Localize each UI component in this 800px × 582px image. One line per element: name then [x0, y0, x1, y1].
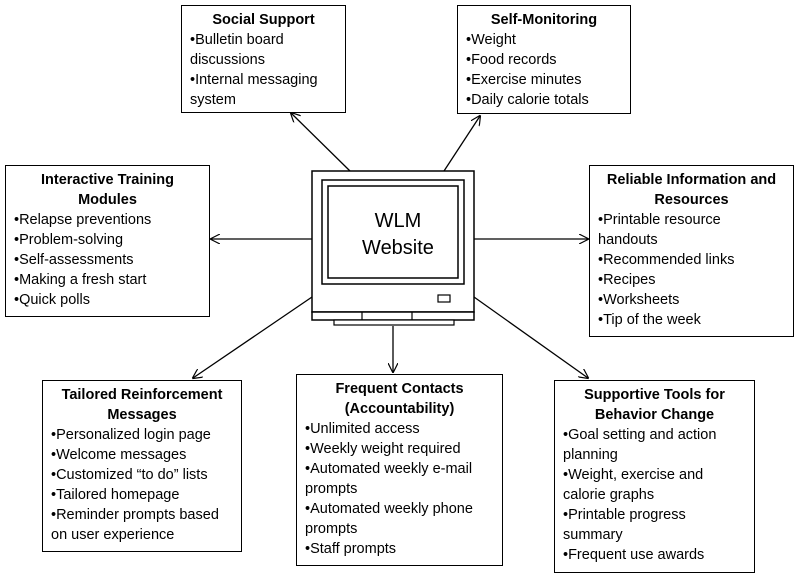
- self-monitoring-box: Self-Monitoring Weight Food records Exer…: [457, 5, 631, 114]
- supportive-tools-box: Supportive Tools for Behavior Change Goa…: [554, 380, 755, 573]
- arrow-to-social-support: [291, 113, 351, 172]
- box-title: Social Support: [212, 12, 315, 28]
- center-label: WLM Website: [328, 208, 468, 262]
- list-item: Self-assessments: [14, 250, 201, 270]
- list-item: Worksheets: [598, 290, 785, 310]
- list-item: Frequent use awards: [563, 545, 746, 565]
- item-list: Bulletin board discussions Internal mess…: [190, 30, 337, 110]
- box-title: Supportive Tools for Behavior Change: [584, 387, 725, 423]
- list-item: Food records: [466, 50, 622, 70]
- list-item: Exercise minutes: [466, 70, 622, 90]
- tailored-reinforcement-box: Tailored Reinforcement Messages Personal…: [42, 380, 242, 552]
- box-title: Reliable Information and Resources: [606, 172, 777, 208]
- list-item: Tailored homepage: [51, 485, 233, 505]
- list-item: Printable resource handouts: [598, 210, 785, 250]
- list-item: Daily calorie totals: [466, 90, 622, 110]
- list-item: Bulletin board discussions: [190, 30, 337, 70]
- list-item: Making a fresh start: [14, 270, 201, 290]
- box-title: Self-Monitoring: [490, 12, 598, 28]
- list-item: Goal setting and action planning: [563, 425, 746, 465]
- item-list: Printable resource handouts Recommended …: [598, 210, 785, 330]
- item-list: Relapse preventions Problem-solving Self…: [14, 210, 201, 310]
- frequent-contacts-box: Frequent Contacts (Accountability) Unlim…: [296, 374, 503, 566]
- list-item: Welcome messages: [51, 445, 233, 465]
- arrow-to-self-monitoring: [443, 116, 480, 172]
- list-item: Weight, exercise and calorie graphs: [563, 465, 746, 505]
- social-support-box: Social Support Bulletin board discussion…: [181, 5, 346, 113]
- list-item: Tip of the week: [598, 310, 785, 330]
- box-title: Frequent Contacts (Accountability): [335, 381, 464, 417]
- center-label-line2: Website: [362, 237, 434, 259]
- list-item: Problem-solving: [14, 230, 201, 250]
- list-item: Printable progress summary: [563, 505, 746, 545]
- list-item: Staff prompts: [305, 539, 494, 559]
- item-list: Unlimited access Weekly weight required …: [305, 419, 494, 559]
- item-list: Goal setting and action planning Weight,…: [563, 425, 746, 565]
- center-label-line1: WLM: [374, 210, 422, 232]
- list-item: Weekly weight required: [305, 439, 494, 459]
- list-item: Unlimited access: [305, 419, 494, 439]
- box-title: Interactive Training Modules: [41, 172, 174, 208]
- list-item: Recommended links: [598, 250, 785, 270]
- list-item: Weight: [466, 30, 622, 50]
- list-item: Recipes: [598, 270, 785, 290]
- item-list: Weight Food records Exercise minutes Dai…: [466, 30, 622, 110]
- list-item: Automated weekly phone prompts: [305, 499, 494, 539]
- list-item: Internal messaging system: [190, 70, 337, 110]
- list-item: Quick polls: [14, 290, 201, 310]
- reliable-info-box: Reliable Information and Resources Print…: [589, 165, 794, 337]
- list-item: Customized “to do” lists: [51, 465, 233, 485]
- list-item: Relapse preventions: [14, 210, 201, 230]
- monitor-icon: [311, 170, 475, 326]
- item-list: Personalized login page Welcome messages…: [51, 425, 233, 545]
- arrow-to-tailored-reinforcement: [193, 296, 313, 378]
- arrow-to-supportive-tools: [473, 296, 588, 378]
- list-item: Automated weekly e-mail prompts: [305, 459, 494, 499]
- box-title: Tailored Reinforcement Messages: [61, 387, 223, 423]
- list-item: Personalized login page: [51, 425, 233, 445]
- interactive-training-box: Interactive Training Modules Relapse pre…: [5, 165, 210, 317]
- list-item: Reminder prompts based on user experienc…: [51, 505, 233, 545]
